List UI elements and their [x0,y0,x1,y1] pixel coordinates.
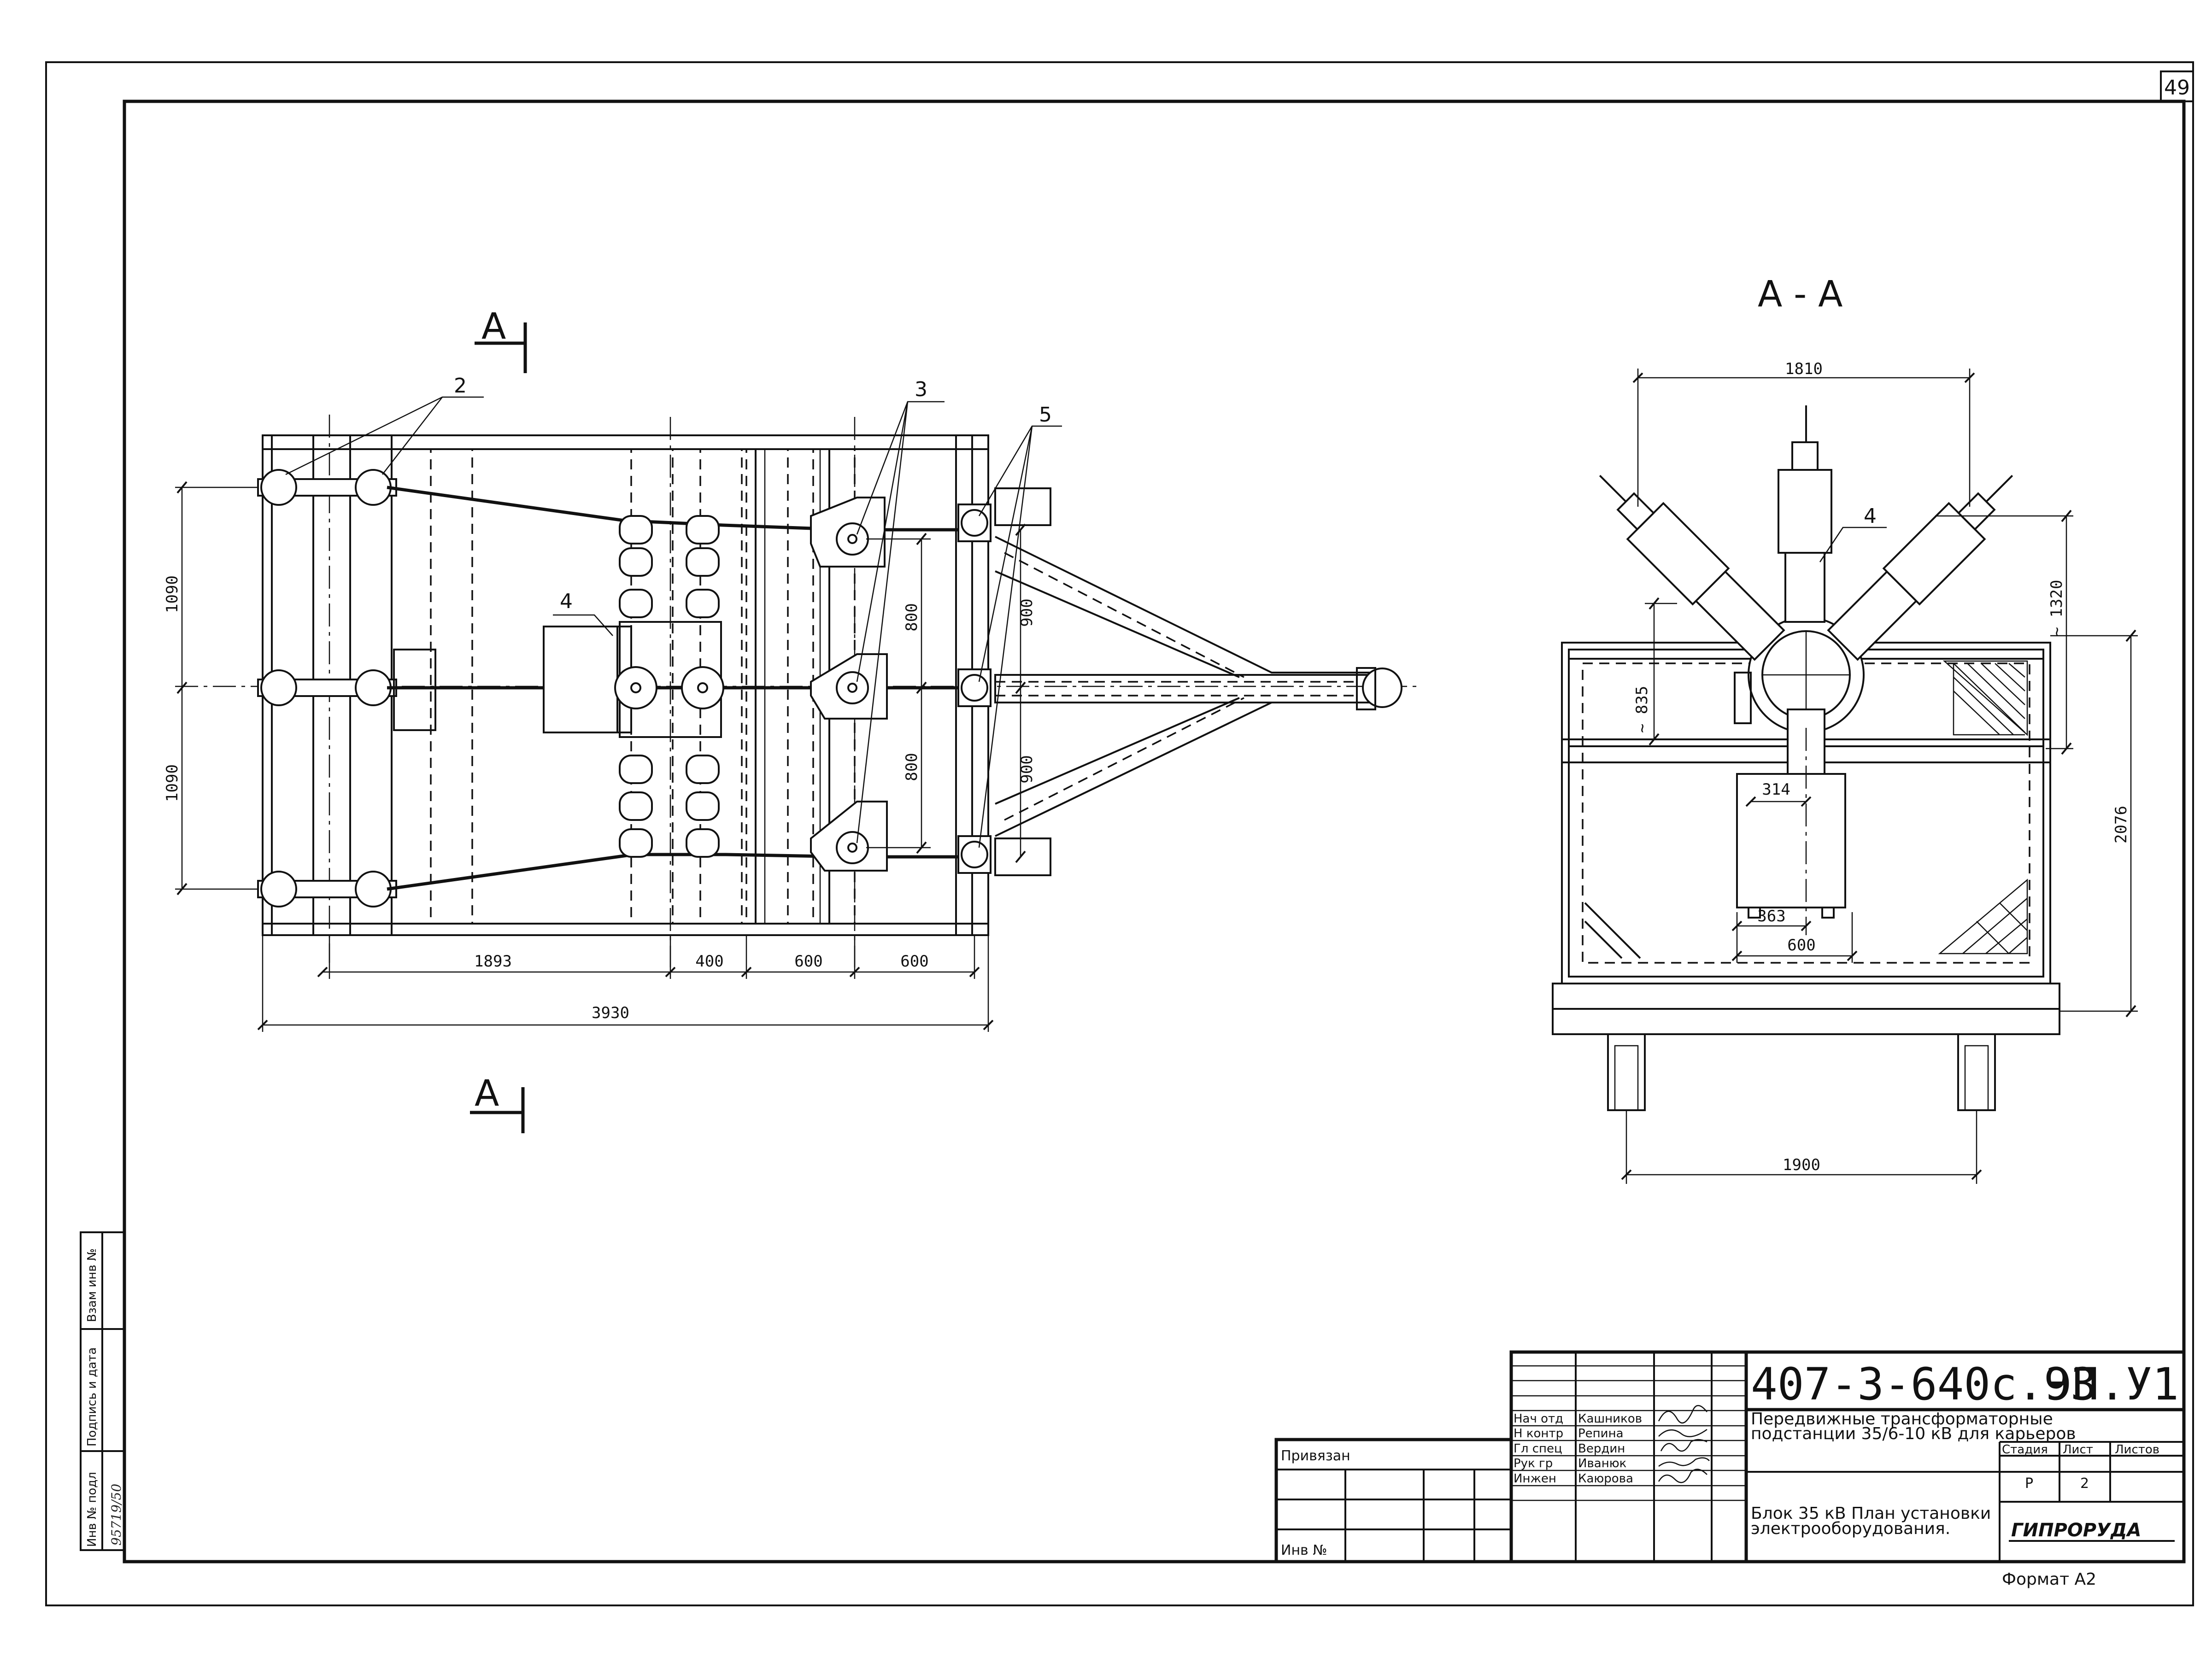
section-mark-bottom: А [475,1073,499,1114]
svg-text:Листов: Листов [2115,1443,2159,1457]
section-hatch [1584,660,2028,959]
section-arrow-bottom [470,1087,525,1133]
svg-text:Нач отд: Нач отд [1514,1412,1563,1426]
plan-insulator-supports [257,469,436,908]
section-mark-top: А [481,306,506,347]
svg-text:Инжен: Инжен [1514,1472,1556,1486]
plan-view: А А [163,306,1419,1133]
svg-text:~ 1320: ~ 1320 [2048,580,2066,637]
plan-callouts: 2 3 5 4 [285,374,1062,848]
outer-frame [45,61,2194,1606]
svg-text:Иванюк: Иванюк [1578,1457,1626,1470]
project-line2: подстанции 35/6-10 кВ для карьеров [1751,1424,2076,1443]
signatures [1658,1405,1710,1483]
plan-bushings [957,487,1051,876]
sheet-title-line1: Блок 35 кВ План установки [1751,1504,1991,1523]
bound-label: Привязан [1281,1448,1350,1464]
svg-text:Вердин: Вердин [1578,1442,1625,1456]
svg-text:314: 314 [1762,780,1790,799]
plan-dims-horizontal: 1893 400 600 600 3930 [257,935,994,1032]
section-view: А - А [1552,274,2138,1184]
svg-text:363: 363 [1757,907,1785,925]
plan-dims-vertical: 1090 1090 900 900 800 800 [163,481,1036,896]
svg-text:1090: 1090 [163,764,182,802]
svg-text:Репина: Репина [1578,1427,1624,1440]
svg-text:Р: Р [2025,1476,2033,1492]
svg-text:Н контр: Н контр [1514,1427,1563,1440]
svg-text:Лист: Лист [2063,1443,2093,1457]
svg-text:2076: 2076 [2112,806,2130,843]
svg-text:1090: 1090 [163,575,182,613]
plan-circuit-breaker [543,515,724,858]
section-breaker [1599,405,2013,935]
svg-text:Рук гр: Рук гр [1514,1457,1553,1470]
svg-text:Стадия: Стадия [2002,1443,2048,1457]
side-sign-date: Подпись и дата [85,1347,99,1446]
svg-text:1810: 1810 [1785,360,1823,378]
page-number-box [2160,70,2194,102]
inner-frame [123,100,2186,1563]
svg-text:~ 835: ~ 835 [1633,686,1651,733]
doc-code: 407-3-640с.93 [1751,1359,2097,1410]
svg-text:1900: 1900 [1783,1156,1820,1174]
callout-2: 2 [454,374,467,398]
plan-drawbar [994,536,1402,837]
section-title: А - А [1758,274,1842,315]
side-stamp: Инв № подл 95719/50 Подпись и дата Взам … [80,1231,125,1551]
format-label: Формат А2 [2002,1570,2096,1589]
side-inv-orig: Инв № подл [85,1472,99,1547]
svg-text:2: 2 [2080,1476,2089,1492]
title-block: Нач отд Кашников Н контр Репина Гл спец … [1274,1350,2186,1563]
sheet-code: ЭП.У1 [2046,1359,2179,1410]
sheet-title-line2: электрооборудования. [1751,1519,1950,1538]
svg-text:900: 900 [1018,598,1036,627]
svg-text:Гл спец: Гл спец [1514,1442,1562,1456]
callout-4-section: 4 [1864,504,1877,528]
inv-label: Инв № [1281,1542,1327,1558]
svg-text:800: 800 [903,603,921,631]
svg-text:Кашников: Кашников [1578,1412,1642,1426]
svg-text:900: 900 [1018,755,1036,783]
svg-text:1893: 1893 [474,952,512,971]
callout-4-plan: 4 [560,590,573,613]
svg-text:400: 400 [695,952,723,971]
svg-text:600: 600 [794,952,822,971]
svg-text:800: 800 [903,753,921,781]
side-replace-inv: Взам инв № [85,1248,99,1322]
company-logo: ГИПРОРУДА [2011,1520,2142,1541]
page-number: 49 [2164,76,2190,100]
section-arrow-top [475,322,527,373]
project-line1: Передвижные трансформаторные [1751,1410,2053,1429]
callout-3: 3 [915,378,927,401]
svg-text:600: 600 [900,952,928,971]
callout-5: 5 [1039,403,1052,427]
svg-text:3930: 3930 [592,1004,629,1022]
svg-text:600: 600 [1787,936,1815,954]
section-dims: 1810 ~ 1320 ~ 835 314 363 600 [1621,360,2138,1184]
side-inv-value: 95719/50 [109,1484,124,1546]
svg-text:Каюрова: Каюрова [1578,1472,1633,1486]
